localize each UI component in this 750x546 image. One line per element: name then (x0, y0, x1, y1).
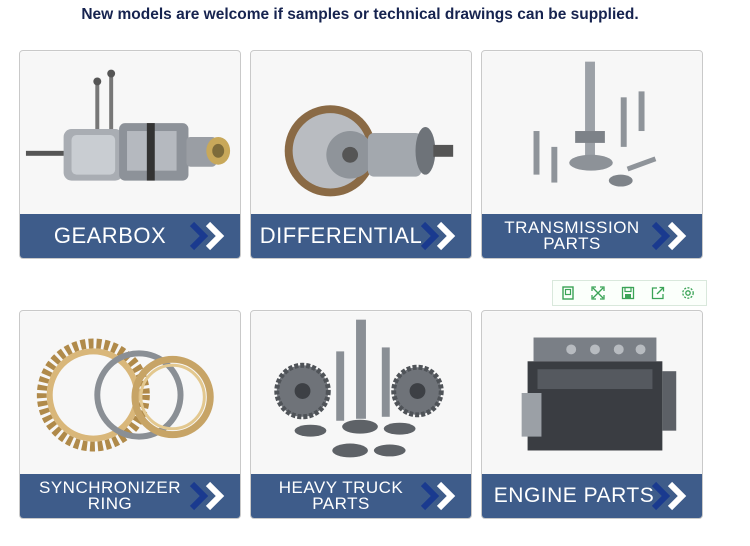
synchronizer-ring-label-line2: RING (87, 494, 133, 513)
synchronizer-ring-label-line1: SYNCHRONIZER (38, 478, 181, 497)
differential-label: DIFFERENTIAL (259, 223, 423, 248)
settings-icon[interactable] (673, 281, 703, 305)
image-toolbar (552, 280, 707, 306)
gearbox-image (20, 51, 240, 216)
truck-gears-image (251, 311, 471, 476)
transmission-shafts-image (482, 51, 702, 216)
save-icon[interactable] (613, 281, 643, 305)
heavy-truck-parts-label-line2: PARTS (312, 494, 370, 513)
chevron-right-icon (420, 221, 456, 251)
engine-block-image (482, 311, 702, 476)
chevron-right-icon (420, 481, 456, 511)
synchronizer-rings-image (20, 311, 240, 476)
expand-icon[interactable] (583, 281, 613, 305)
product-card-engine-parts[interactable]: ENGINE PARTS (481, 310, 703, 519)
product-card-differential[interactable]: DIFFERENTIAL (250, 50, 472, 259)
chevron-right-icon (651, 221, 687, 251)
heavy-truck-parts-label-line1: HEAVY TRUCK (278, 478, 404, 497)
chevron-right-icon (189, 481, 225, 511)
differential-banner[interactable]: DIFFERENTIAL (251, 214, 471, 258)
transmission-parts-label-line2: PARTS (543, 234, 601, 253)
gearbox-label: GEARBOX (53, 223, 167, 248)
gearbox-banner[interactable]: GEARBOX (20, 214, 240, 258)
engine-parts-banner[interactable]: ENGINE PARTS (482, 474, 702, 518)
transmission-parts-label-line1: TRANSMISSION (504, 218, 640, 237)
bookmark-icon[interactable] (553, 281, 583, 305)
page-headline: New models are welcome if samples or tec… (81, 6, 639, 23)
differential-image (251, 51, 471, 216)
product-card-gearbox[interactable]: GEARBOX (19, 50, 241, 259)
engine-parts-label: ENGINE PARTS (493, 484, 655, 507)
share-icon[interactable] (643, 281, 673, 305)
chevron-right-icon (189, 221, 225, 251)
chevron-right-icon (651, 481, 687, 511)
